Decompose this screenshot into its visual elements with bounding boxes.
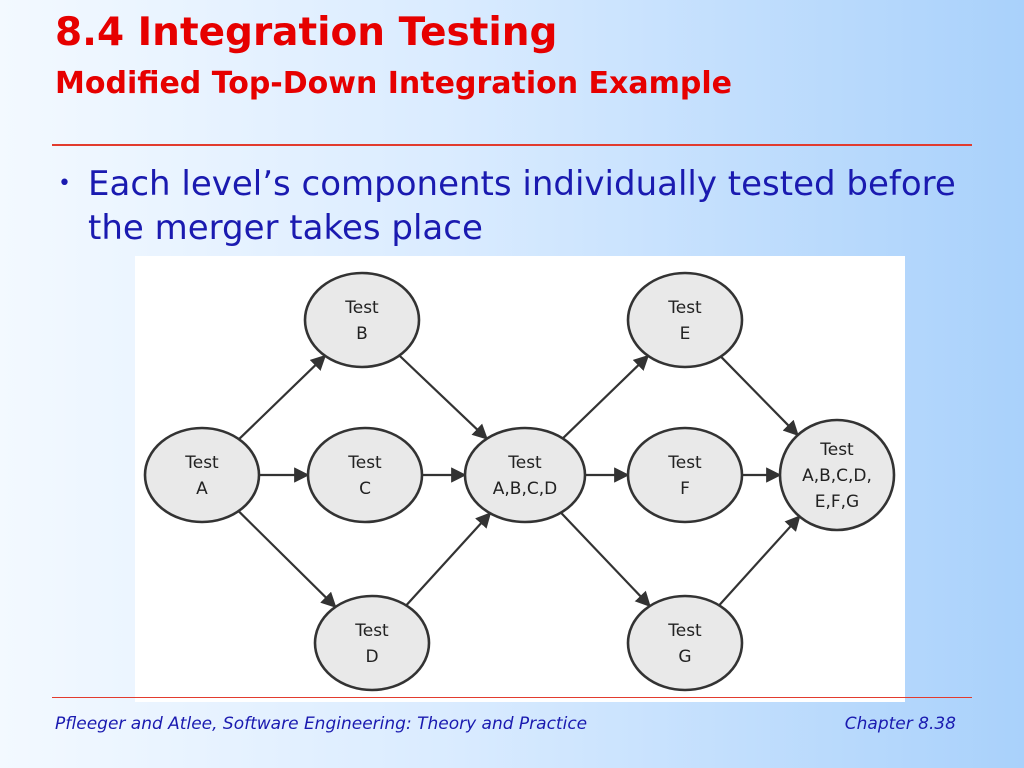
footer-divider xyxy=(52,697,972,698)
node-circle xyxy=(303,271,421,369)
edge-b-to-abcd xyxy=(398,354,488,440)
node-label: A,B,C,D, xyxy=(802,466,872,486)
node-circle xyxy=(626,271,744,369)
slide-subtitle: Modified Top-Down Integration Example xyxy=(55,66,732,101)
node-circle xyxy=(463,426,587,524)
edges-layer xyxy=(237,354,801,608)
node-label: E,F,G xyxy=(815,492,860,512)
footer-citation: Pfleeger and Atlee, Software Engineering… xyxy=(55,714,588,734)
node-label: C xyxy=(359,479,371,499)
bullet-text: Each level’s components individually tes… xyxy=(88,164,956,248)
node-circle xyxy=(313,594,431,692)
node-label: Test xyxy=(819,440,854,460)
node-label: B xyxy=(356,324,368,344)
node-circle xyxy=(306,426,424,524)
node-label: Test xyxy=(184,453,219,473)
node-label: Test xyxy=(507,453,542,473)
node-label: A,B,C,D xyxy=(493,479,557,499)
node-label: D xyxy=(365,647,378,667)
node-label: Test xyxy=(667,453,702,473)
node-label: F xyxy=(680,479,690,499)
title-divider xyxy=(52,144,972,146)
edge-abcd-to-g xyxy=(560,511,651,608)
node-circle xyxy=(778,418,896,532)
slide-title: 8.4 Integration Testing xyxy=(55,10,558,55)
node-label: Test xyxy=(667,298,702,318)
bullet-item: • Each level’s components individually t… xyxy=(58,162,968,250)
bullet-dot-icon: • xyxy=(58,171,71,196)
node-circle xyxy=(143,426,261,524)
node-circle xyxy=(626,594,744,692)
edge-a-to-d xyxy=(237,510,337,608)
edge-a-to-b xyxy=(238,354,327,440)
node-label: G xyxy=(678,647,691,667)
node-label: Test xyxy=(354,621,389,641)
edge-abcd-to-e xyxy=(561,354,650,440)
diagram-canvas: TestATestBTestCTestDTestA,B,C,DTestETest… xyxy=(143,271,896,692)
nodes-layer: TestATestBTestCTestDTestA,B,C,DTestETest… xyxy=(143,271,896,692)
node-label: Test xyxy=(347,453,382,473)
edge-d-to-abcd xyxy=(405,512,492,607)
edge-g-to-all xyxy=(718,515,801,607)
node-circle xyxy=(626,426,744,524)
node-label: E xyxy=(680,324,691,344)
edge-e-to-all xyxy=(720,355,799,437)
node-label: A xyxy=(196,479,208,499)
node-label: Test xyxy=(344,298,379,318)
node-label: Test xyxy=(667,621,702,641)
footer-page-number: Chapter 8.38 xyxy=(844,714,956,734)
